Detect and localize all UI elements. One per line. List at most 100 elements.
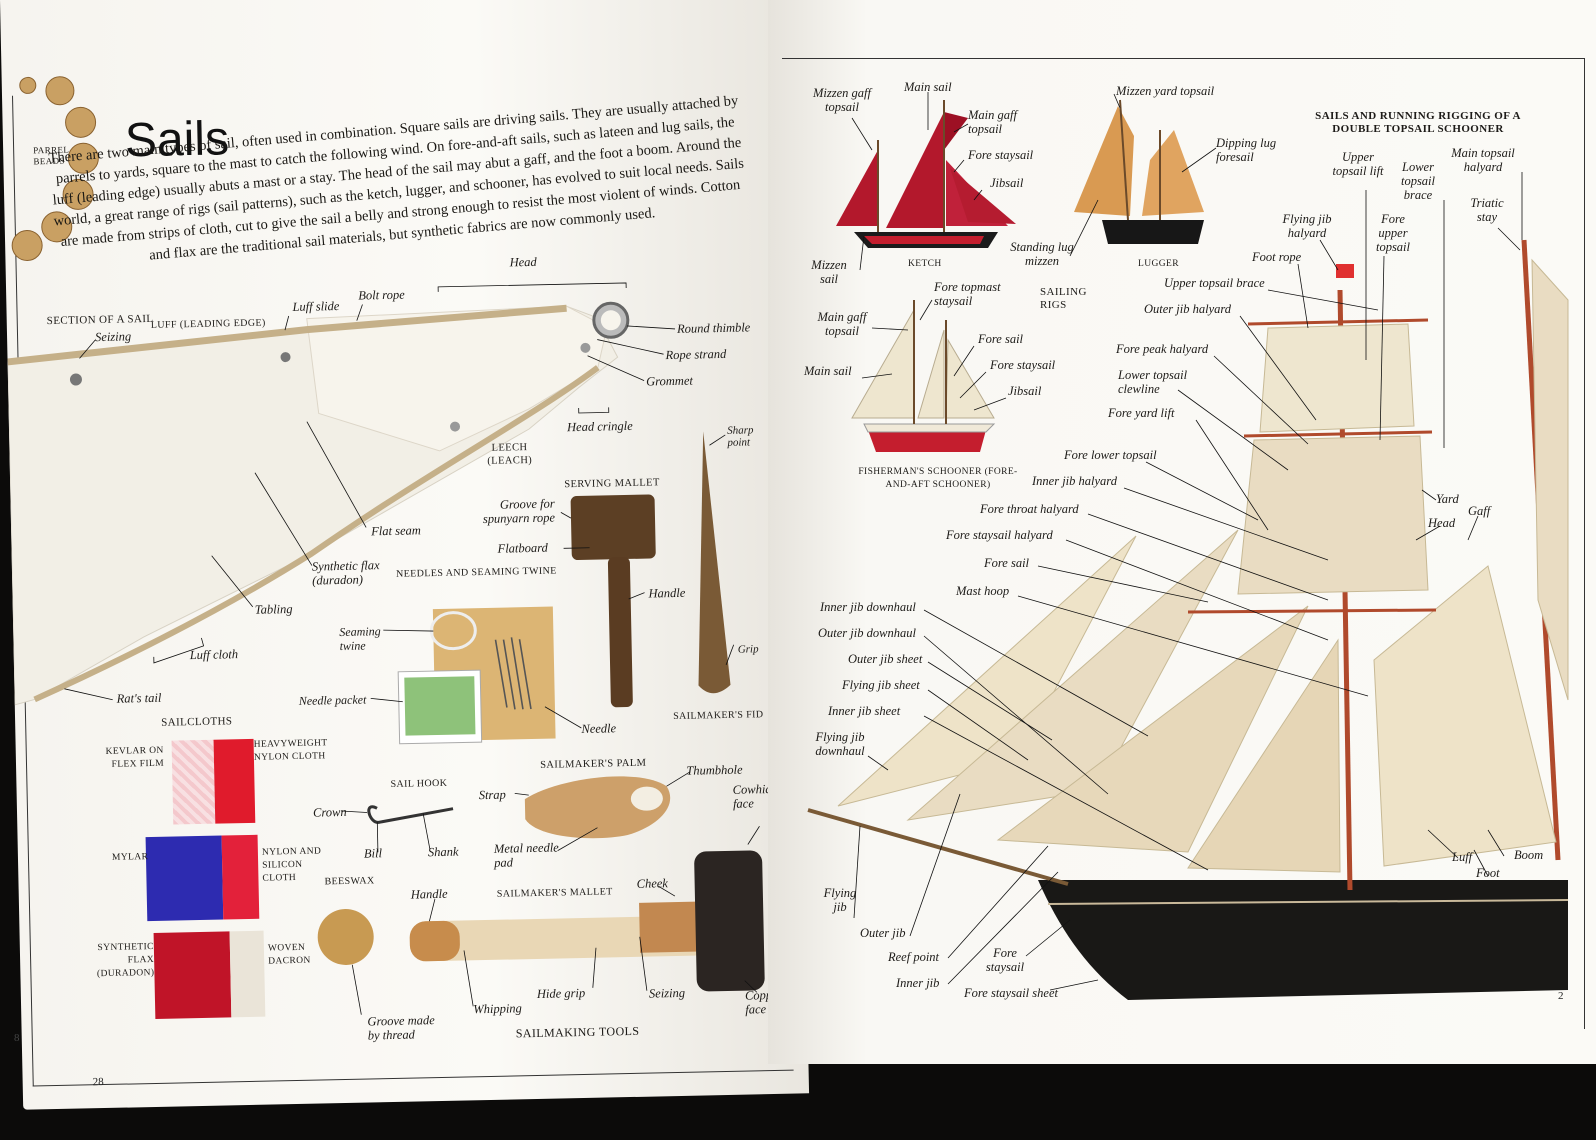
needle-label: Needle — [581, 721, 617, 736]
grip-label: Grip — [737, 643, 759, 656]
strap-label: Strap — [478, 787, 506, 803]
woven-dacron-swatch — [229, 930, 266, 1018]
upper-topsail-lift-label: Upper topsail lift — [1332, 150, 1384, 178]
ketch-main-gaff-label: Main gaff topsail — [968, 108, 1017, 136]
lower-topsail-clewline-label: Lower topsail clewline — [1118, 368, 1188, 396]
handle-label: Handle — [648, 585, 686, 601]
inner-jib-halyard-label: Inner jib halyard — [1032, 474, 1117, 488]
synthetic-label: SYNTHETIC FLAX (DURADON) — [96, 941, 155, 980]
heavyweight-swatch — [213, 738, 256, 824]
fisherman-main-gaff-label: Main gaff topsail — [817, 310, 867, 338]
metal-pad-label: Metal needle pad — [493, 840, 559, 870]
fore-staysail-halyard-label: Fore staysail halyard — [946, 528, 1053, 542]
flatboard-label: Flatboard — [497, 540, 548, 556]
yard-label: Yard — [1436, 492, 1459, 506]
head-cringle-label: Head cringle — [566, 418, 633, 435]
head-label: Head — [509, 254, 537, 270]
luff-label: LUFF (LEADING EDGE) — [150, 317, 266, 331]
seaming-twine-label: Seaming twine — [339, 624, 381, 654]
fore-lower-topsail-label: Fore lower topsail — [1064, 448, 1157, 462]
main-topsail-halyard-label: Main topsail halyard — [1451, 146, 1515, 174]
cheek-label: Cheek — [636, 876, 669, 891]
fore-yard-lift-label: Fore yard lift — [1108, 406, 1175, 420]
fid-caption: SAILMAKER'S FID — [673, 709, 764, 723]
woven-dacron-label: WOVEN DACRON — [267, 942, 311, 967]
upper-topsail-brace-label: Upper topsail brace — [1164, 276, 1265, 290]
luff-label-schooner: Luff — [1452, 850, 1473, 864]
fisherman-fore-topmast-label: Fore topmast staysail — [934, 280, 1001, 308]
lugger-caption: LUGGER — [1138, 259, 1179, 269]
shank-label: Shank — [427, 844, 459, 860]
mallet-handle-label: Handle — [410, 886, 448, 902]
mast-hoop-label: Mast hoop — [956, 584, 1010, 598]
ketch-caption: KETCH — [908, 259, 942, 269]
sailcloths-title: SAILCLOTHS — [161, 715, 233, 729]
right-page: SAILS AND RUNNING RIGGING OF A DOUBLE TO… — [768, 0, 1596, 1064]
ketch-mizzen-sail-label: Mizzen sail — [811, 258, 847, 286]
heavyweight-label: HEAVYWEIGHT NYLON CLOTH — [253, 738, 328, 763]
fisherman-fore-staysail-label: Fore staysail — [990, 358, 1056, 372]
flying-jib-downhaul-label: Flying jib downhaul — [815, 730, 865, 758]
head-label-schooner: Head — [1428, 516, 1456, 530]
left-page-number: 28 — [92, 1076, 104, 1089]
round-thimble-label: Round thimble — [676, 320, 751, 336]
synthetic-flax-label: Synthetic flax (duradon) — [311, 558, 380, 588]
reef-point-label: Reef point — [888, 950, 940, 964]
palm-caption: SAILMAKER'S PALM — [540, 757, 647, 771]
groove-thread-label: Groove made by thread — [367, 1013, 435, 1043]
flying-jib-halyard-label: Flying jib halyard — [1282, 212, 1332, 240]
outer-jib-downhaul-label: Outer jib downhaul — [818, 626, 916, 640]
fisherman-caption: FISHERMAN'S SCHOONER (FORE-AND-AFT SCHOO… — [858, 467, 1018, 490]
inner-jib-downhaul-label: Inner jib downhaul — [820, 600, 916, 614]
right-page-frame — [782, 58, 1585, 1029]
lugger-mizzen-yard-label: Mizzen yard topsail — [1116, 84, 1215, 98]
grommet-label: Grommet — [645, 373, 694, 389]
serving-mallet-caption: SERVING MALLET — [564, 477, 660, 491]
rope-strand-label: Rope strand — [665, 346, 727, 363]
fore-sail-label: Fore sail — [984, 556, 1030, 570]
needle-packet-label: Needle packet — [298, 692, 367, 708]
bill-label: Bill — [363, 846, 383, 861]
rats-tail-label: Rat's tail — [116, 690, 162, 706]
sailing-rigs-title: SAILING RIGS — [1040, 286, 1087, 311]
kevlar-swatch — [171, 739, 216, 825]
crown-label: Crown — [312, 804, 347, 820]
whipping-label: Whipping — [473, 1001, 522, 1017]
fore-peak-halyard-label: Fore peak halyard — [1116, 342, 1209, 356]
fisherman-jibsail-label: Jibsail — [1008, 384, 1042, 398]
lugger-dipping-label: Dipping lug foresail — [1216, 136, 1277, 164]
fore-staysail-label-schooner: Fore staysail — [985, 946, 1025, 974]
lugger-standing-label: Standing lug mizzen — [1010, 240, 1074, 268]
triatic-stay-label: Triatic stay — [1470, 196, 1504, 224]
ketch-mizzen-gaff-label: Mizzen gaff topsail — [813, 86, 871, 114]
gaff-label: Gaff — [1468, 504, 1491, 518]
ketch-fore-staysail-label: Fore staysail — [968, 148, 1034, 162]
fisherman-fore-sail-label: Fore sail — [978, 332, 1024, 346]
outer-jib-halyard-label: Outer jib halyard — [1144, 302, 1232, 316]
seizing2-label: Seizing — [648, 985, 686, 1001]
sailmaking-tools-caption: SAILMAKING TOOLS — [515, 1023, 640, 1041]
seizing-label: Seizing — [94, 329, 132, 345]
synthetic-swatch — [153, 931, 232, 1019]
left-page: PARREL BEADS Sails There are two main ty… — [0, 0, 810, 1110]
foot-label: Foot — [1476, 866, 1500, 880]
foot-rope-label: Foot rope — [1252, 250, 1302, 264]
luff-cloth-label: Luff cloth — [189, 647, 239, 663]
flying-jib-label: Flying jib — [823, 886, 857, 914]
leech-label: LEECH (LEACH) — [487, 442, 533, 467]
inner-jib-sheet-label: Inner jib sheet — [828, 704, 901, 718]
groove-label: Groove for spunyarn rope — [482, 496, 556, 526]
ketch-main-sail-label: Main sail — [904, 80, 952, 94]
ketch-jibsail-label: Jibsail — [990, 176, 1024, 190]
kevlar-label: KEVLAR ON FLEX FILM — [105, 745, 165, 770]
flat-seam-label: Flat seam — [371, 523, 422, 539]
nylon-silicon-label: NYLON AND SILICON CLOTH — [261, 846, 322, 884]
left-edge-number: 8 — [14, 1032, 20, 1044]
nylon-silicon-swatch — [221, 834, 260, 920]
fore-staysail-sheet-label: Fore staysail sheet — [964, 986, 1058, 1000]
fore-upper-topsail-label: Fore upper topsail — [1375, 212, 1411, 254]
mylar-label: MYLAR — [111, 852, 149, 863]
right-page-number: 2 — [1558, 990, 1564, 1002]
bolt-rope-label: Bolt rope — [358, 287, 405, 303]
hide-grip-label: Hide grip — [536, 985, 586, 1001]
